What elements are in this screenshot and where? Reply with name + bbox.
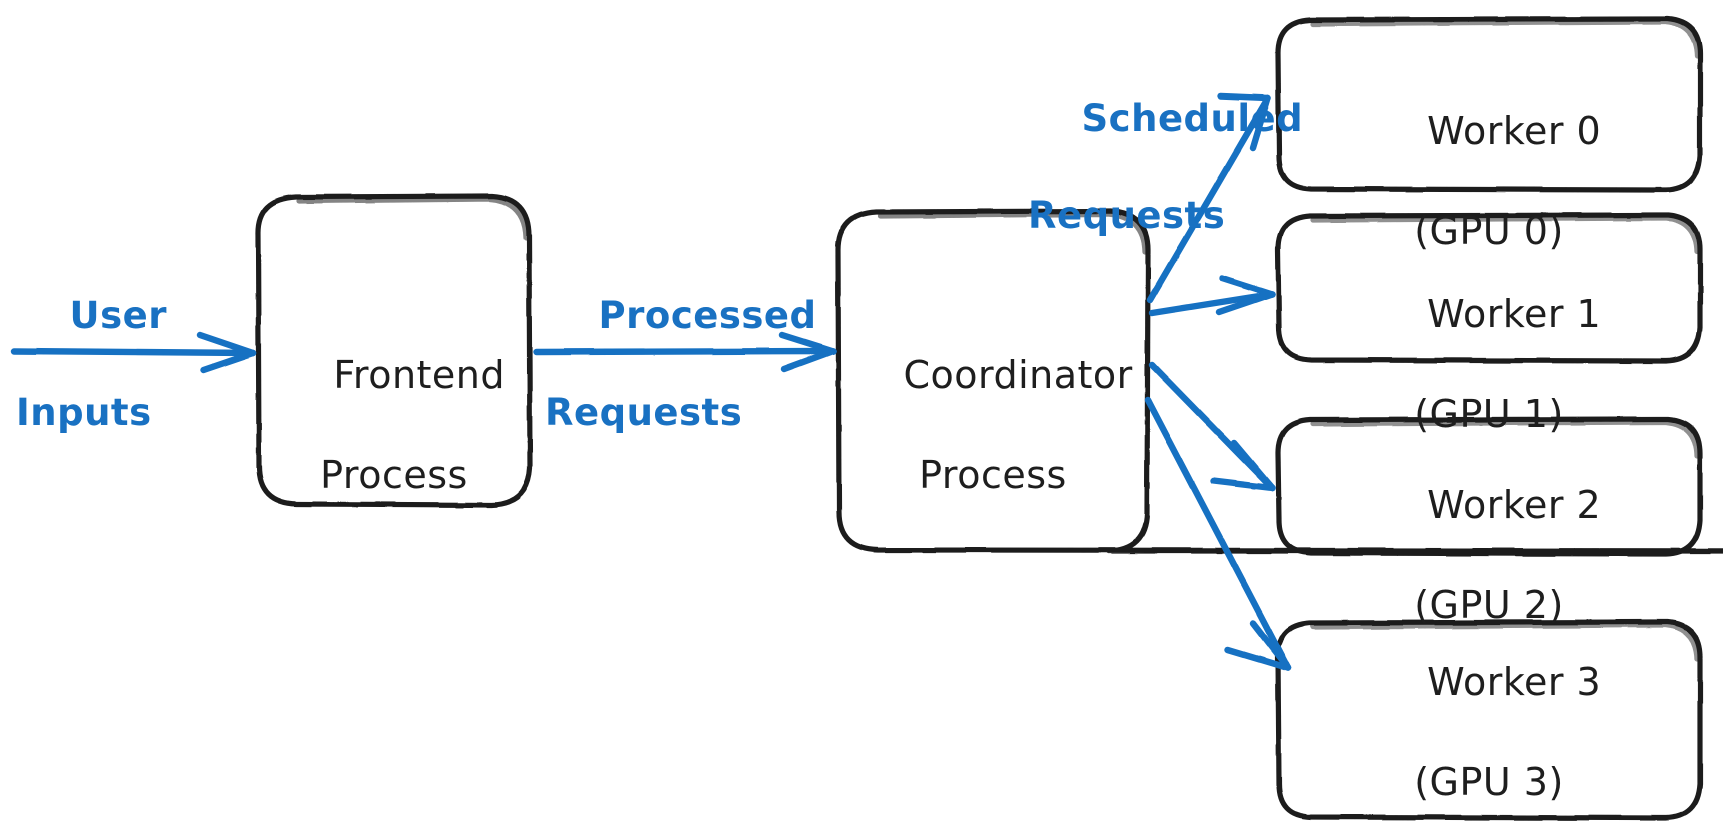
user-inputs-arrow-shape[interactable]: [10, 331, 257, 374]
coordinator-to-worker-3-arrow-shape[interactable]: [1144, 396, 1292, 672]
worker-2-outline[interactable]: [1275, 416, 1703, 557]
worker-0-outline[interactable]: [1275, 16, 1703, 193]
processed-requests-arrow-shape[interactable]: [532, 331, 837, 373]
coordinator-to-worker-1-arrow-shape[interactable]: [1148, 274, 1276, 317]
coordinator-to-worker-2-arrow-shape[interactable]: [1148, 361, 1276, 492]
frontend-process-outline[interactable]: [255, 193, 533, 508]
worker-3-outline[interactable]: [1275, 619, 1703, 821]
worker-1-outline[interactable]: [1275, 212, 1703, 364]
coordinator-to-worker-0-arrow-shape[interactable]: [1146, 92, 1272, 304]
